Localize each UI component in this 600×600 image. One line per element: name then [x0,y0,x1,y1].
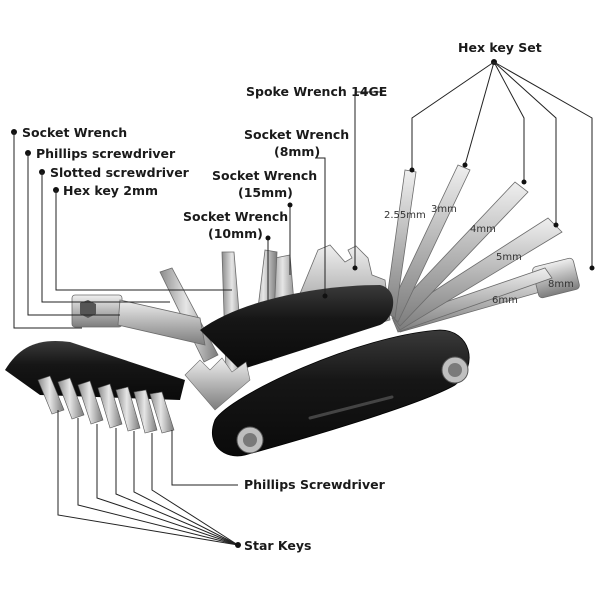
label-socket-wrench: Socket Wrench [22,125,127,140]
bolt-rear [441,356,469,384]
socket-wrench-horizontal [71,294,206,346]
tool-illustration [5,164,580,457]
label-spoke-wrench: Spoke Wrench 14GE [246,84,387,99]
label-phillips-screwdriver-bottom: Phillips Screwdriver [244,477,386,492]
hex-size-8mm: 8mm [548,279,574,290]
label-hex-key-set: Hex key Set [458,40,542,55]
hex-size-5mm: 5mm [496,252,522,263]
hub-teeth [184,357,251,411]
label-socket-wrench-15mm-size: (15mm) [238,185,293,200]
label-socket-wrench-8mm: Socket Wrench [244,127,349,142]
label-socket-wrench-10mm-size: (10mm) [208,226,263,241]
hex-size-2.55mm: 2.55mm [384,210,426,221]
hex-keys [384,164,580,333]
label-phillips-screwdriver-top: Phillips screwdriver [36,146,176,161]
hex-key-6mm [392,267,553,333]
labels: Hex key Set Spoke Wrench 14GE Socket Wre… [22,40,574,553]
label-hex-key-2mm: Hex key 2mm [63,183,158,198]
tool-body-front [212,329,470,457]
hex-key-3mm [387,164,471,323]
hex-size-3mm: 3mm [431,204,457,215]
label-socket-wrench-15mm: Socket Wrench [212,168,317,183]
label-star-keys: Star Keys [244,538,311,553]
hex-key-2.55mm [384,169,417,319]
bit-arm [5,340,185,400]
hex-size-4mm: 4mm [470,224,496,235]
body-groove [308,395,394,420]
hex-size-6mm: 6mm [492,295,518,306]
label-socket-wrench-10mm: Socket Wrench [183,209,288,224]
hex-key-4mm [389,181,529,327]
bolt-front [236,426,264,454]
hex-key-5mm [391,217,563,331]
star-key-bits [37,375,175,434]
leader-lines [11,59,595,548]
label-slotted-screwdriver: Slotted screwdriver [50,165,190,180]
tool-body-rear [200,285,394,370]
label-socket-wrench-8mm-size: (8mm) [274,144,320,159]
